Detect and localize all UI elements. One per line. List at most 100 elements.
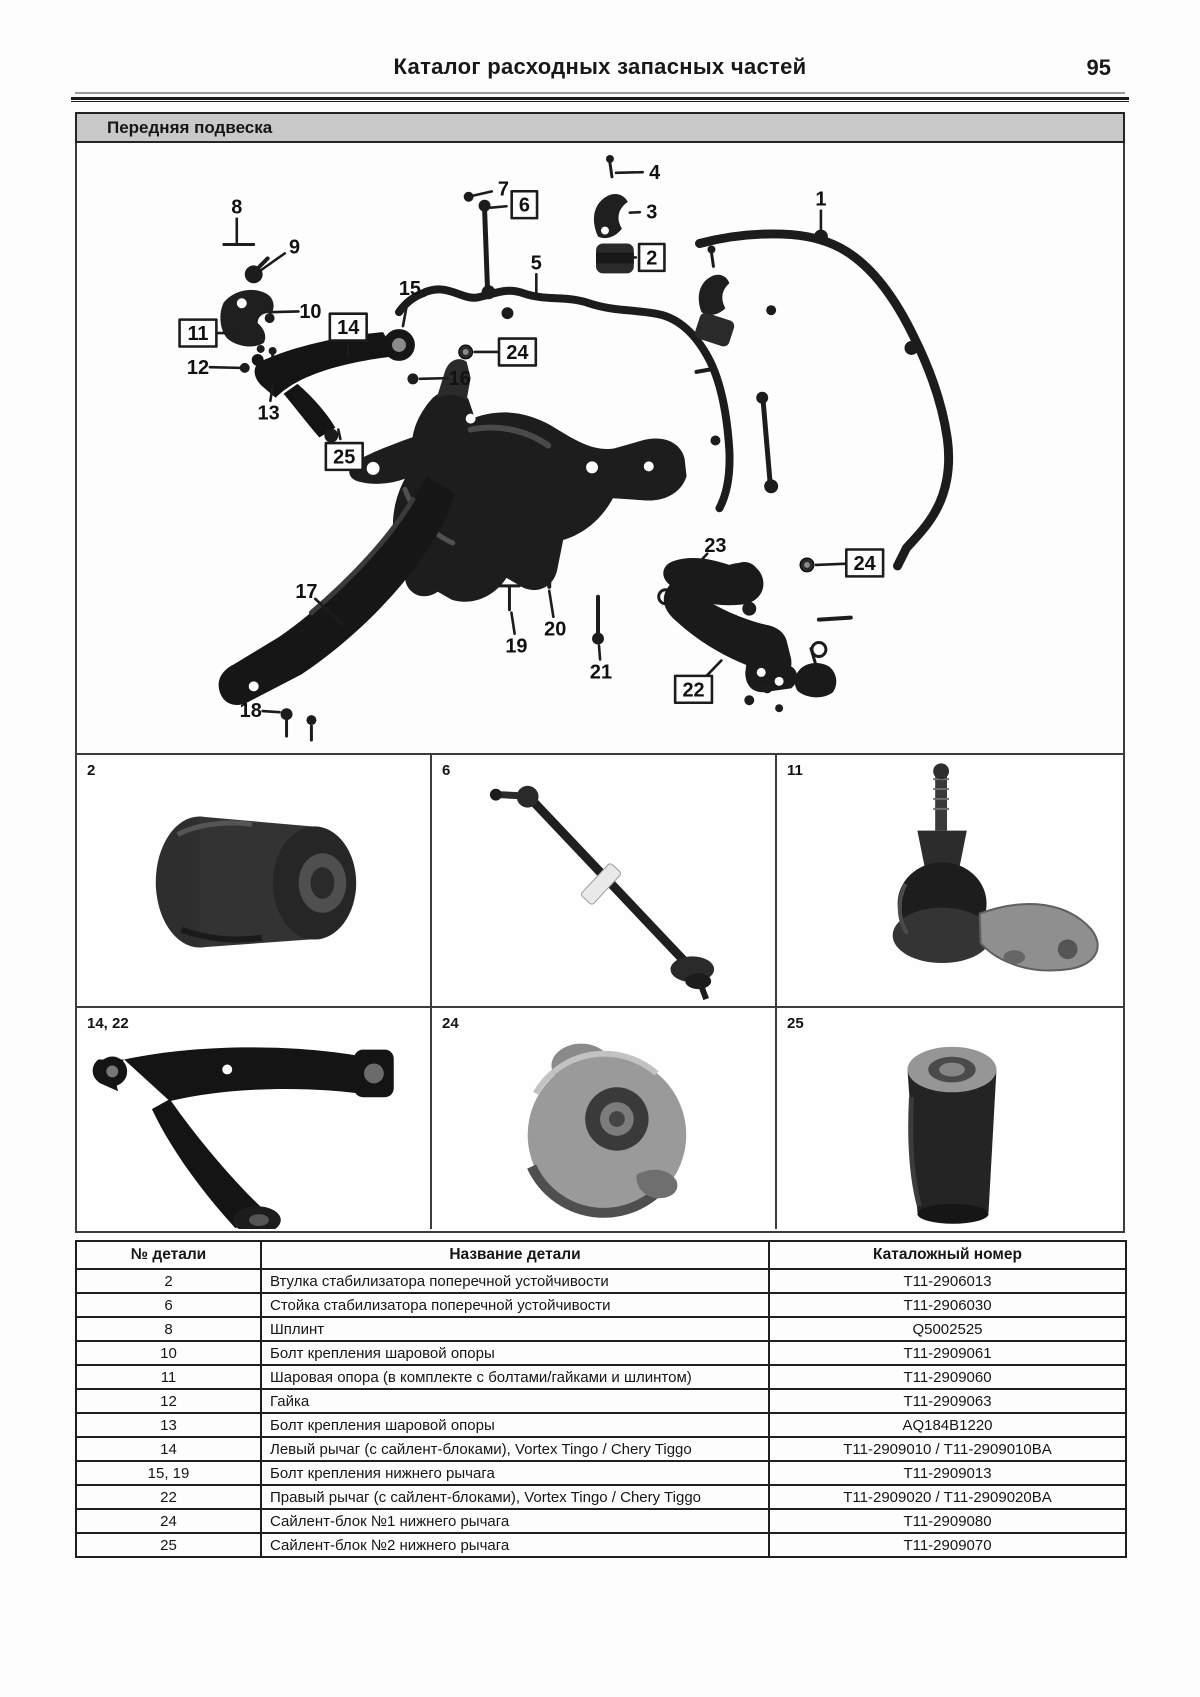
photo-grid-row2: 14, 22 24 <box>77 1006 1123 1229</box>
part-name-cell: Левый рычаг (с сайлент-блоками), Vortex … <box>260 1436 770 1462</box>
section-title-bar: Передняя подвеска <box>75 112 1125 143</box>
part-name-cell: Шаровая опора (в комплекте с болтами/гай… <box>260 1364 770 1390</box>
part-name-cell: Стойка стабилизатора поперечной устойчив… <box>260 1292 770 1318</box>
silent-block-1-photo <box>527 1043 687 1218</box>
callout-24: 24 <box>473 337 538 367</box>
photo-panel-label: 11 <box>787 762 803 779</box>
pin-4 <box>608 161 614 179</box>
photo-panel-14-22: 14, 22 <box>77 1008 430 1229</box>
catalog-number-cell: AQ184B1220 <box>768 1412 1127 1438</box>
plate-hole <box>756 667 766 677</box>
part-9 <box>244 265 263 284</box>
part-number-cell: 12 <box>75 1388 262 1414</box>
silent-block-2-photo <box>907 1046 997 1224</box>
stabilizer-bar-left <box>395 285 734 513</box>
washer <box>775 704 784 713</box>
part-name-cell: Гайка <box>260 1388 770 1414</box>
photo-panel-label: 2 <box>87 762 96 779</box>
photo-panel-24: 24 <box>430 1008 775 1229</box>
pin <box>709 250 715 268</box>
part-name-cell: Болт крепления нижнего рычага <box>260 1460 770 1486</box>
callout-5: 5 <box>531 252 542 300</box>
photo-grid-row1: 2 6 <box>77 753 1123 1006</box>
stabilizer-bar-right <box>695 229 954 571</box>
washer <box>744 695 755 706</box>
nut-12 <box>239 362 250 373</box>
part-9-stub <box>257 256 270 269</box>
part-name-cell: Правый рычаг (с сайлент-блоками), Vortex… <box>260 1484 770 1510</box>
part-number-cell: 2 <box>75 1268 262 1294</box>
catalog-number-cell: T11-2909013 <box>768 1460 1127 1486</box>
subframe-hole <box>643 461 654 472</box>
callout-8: 8 <box>231 197 242 244</box>
stabilizer-bushing-part <box>694 312 735 347</box>
svg-text:18: 18 <box>240 700 262 722</box>
washer <box>762 683 773 694</box>
callout-21: 21 <box>590 644 612 683</box>
catalog-number-cell: T11-2906013 <box>768 1268 1127 1294</box>
callout-20: 20 <box>544 589 566 641</box>
callout-9: 9 <box>259 236 300 272</box>
page-title: Каталог расходных запасных частей <box>393 54 807 79</box>
svg-text:14: 14 <box>337 317 359 339</box>
svg-text:25: 25 <box>333 446 355 468</box>
callout-4: 4 <box>614 162 660 184</box>
left-arm-leg <box>283 383 336 438</box>
svg-text:8: 8 <box>231 197 242 219</box>
part-number-cell: 11 <box>75 1364 262 1390</box>
callout-22: 22 <box>673 659 723 705</box>
callout-16: 16 <box>418 368 471 390</box>
brace-hole <box>248 681 259 692</box>
callout-3: 3 <box>628 202 657 224</box>
page-number: 95 <box>1086 55 1111 80</box>
link-ball-stud <box>764 479 779 494</box>
bracket-hole <box>600 226 609 235</box>
callout-10: 10 <box>268 301 321 323</box>
photo-panel-6: 6 <box>430 755 775 1006</box>
col-header-catalog-number: Каталожный номер <box>768 1240 1127 1270</box>
bushing-bore <box>392 338 406 352</box>
bar-clamp <box>904 341 919 355</box>
parts-table: № детали Название детали Каталожный номе… <box>75 1240 1127 1558</box>
callout-24: 24 <box>814 548 885 578</box>
link-ball-stud <box>756 391 769 404</box>
callout-6: 6 <box>489 189 539 220</box>
right-arm-plate <box>745 656 798 693</box>
photo-panel-2: 2 <box>77 755 430 1006</box>
bolt-18 <box>280 708 293 721</box>
page-header: Каталог расходных запасных частей 95 <box>75 54 1125 88</box>
stabilizer-link-photo <box>489 785 715 1001</box>
nut-7 <box>463 191 474 202</box>
part-name-cell: Втулка стабилизатора поперечной устойчив… <box>260 1268 770 1294</box>
callout-2: 2 <box>632 242 666 273</box>
stabilizer-bracket <box>593 193 628 239</box>
control-arm-photo <box>92 1047 394 1229</box>
subframe-horn <box>436 359 471 400</box>
bolt-horizontal <box>816 615 853 622</box>
photo-panel-11: 11 <box>775 755 1123 1006</box>
bolt-16 <box>407 373 419 385</box>
callout-18: 18 <box>240 700 281 722</box>
svg-text:13: 13 <box>258 403 280 425</box>
photo-panel-25: 25 <box>775 1008 1123 1229</box>
part-number-cell: 6 <box>75 1292 262 1318</box>
svg-text:24: 24 <box>506 342 528 364</box>
table-header-row: № детали Название детали Каталожный номе… <box>75 1240 1127 1270</box>
plate-hole <box>774 676 784 686</box>
knuckle-bump <box>264 313 275 324</box>
stabilizer-bracket <box>698 274 730 315</box>
part-number-cell: 13 <box>75 1412 262 1438</box>
pin-head <box>707 245 716 254</box>
brace-highlight <box>308 496 416 616</box>
lower-ball-joint <box>794 662 837 698</box>
part-number-cell: 22 <box>75 1484 262 1510</box>
ball-joint-photo <box>892 763 1099 972</box>
